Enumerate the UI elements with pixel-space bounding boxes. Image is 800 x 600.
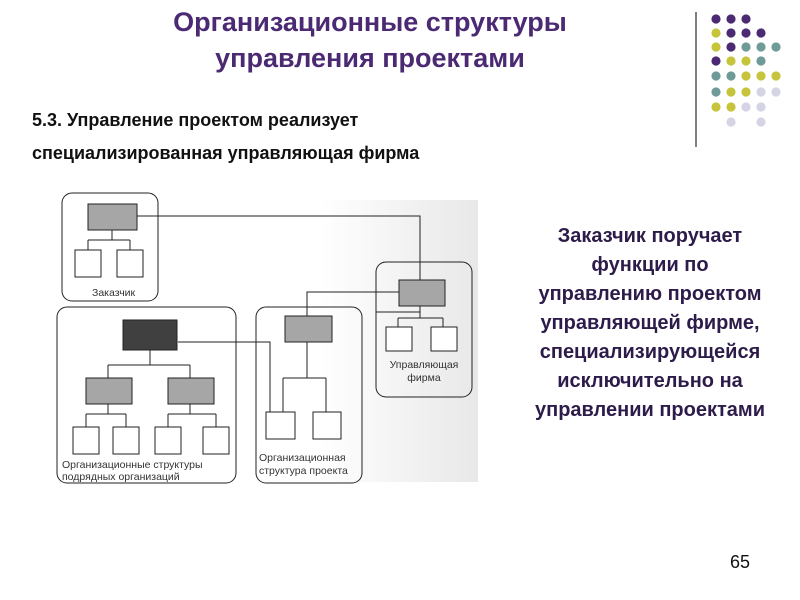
contractors-mid-box (167, 377, 215, 405)
explanation-line-6: исключительно на (557, 370, 743, 392)
explanation-line-2: функции по (591, 254, 709, 276)
contractors-unit-box (112, 426, 140, 455)
project-label-line-2: структура проекта (259, 465, 348, 477)
contractors-group-frame (56, 306, 237, 484)
contractors-unit-box (72, 426, 100, 455)
customer-head-box (87, 203, 138, 231)
page-number: 65 (729, 552, 751, 572)
decorative-dot-grid (711, 14, 781, 127)
decorative-divider (695, 12, 697, 147)
contractors-label-line-2: подрядных организаций (62, 471, 180, 483)
dot-row-7 (711, 102, 766, 112)
connector-firm-to-project (306, 291, 399, 316)
slide-subtitle: 5.3. Управление проектом реализует специ… (32, 104, 552, 170)
customer-group-frame (61, 192, 159, 302)
dot-row-6 (711, 87, 781, 97)
customer-unit-box (74, 249, 102, 278)
project-unit-box (312, 411, 342, 440)
firm-unit-box (430, 326, 458, 352)
explanation-text: Заказчик поручает функции по управлению … (500, 222, 800, 425)
connector-lines (85, 215, 444, 427)
slide-title: Организационные структуры управления про… (100, 4, 640, 76)
contractors-unit-box (202, 426, 230, 455)
dot-row-5 (711, 71, 781, 81)
slide-title-line-1: Организационные структуры (173, 7, 567, 37)
explanation-line-4: управляющей фирме, (540, 312, 760, 334)
firm-label-line-1: Управляющая (390, 359, 459, 371)
firm-group-frame (375, 261, 473, 398)
subtitle-line-2: специализированная управляющая фирма (32, 143, 420, 163)
dot-row-4 (711, 56, 766, 66)
firm-unit-box (385, 326, 413, 352)
project-head-box (284, 315, 333, 343)
subtitle-line-1: 5.3. Управление проектом реализует (32, 110, 359, 130)
dot-row-8 (726, 117, 766, 127)
dot-row-2 (711, 28, 766, 38)
dot-row-1 (711, 14, 751, 24)
connector-customer-to-firm (137, 215, 421, 280)
explanation-line-5: специализирующейся (539, 341, 761, 363)
customer-unit-box (116, 249, 144, 278)
dot-row-3 (711, 42, 781, 52)
customer-label: Заказчик (92, 287, 136, 299)
firm-label-line-2: фирма (407, 372, 441, 384)
contractors-mid-box (85, 377, 133, 405)
firm-head-box (398, 279, 446, 307)
contractors-head-box (122, 319, 178, 351)
project-label-line-1: Организационная (259, 452, 346, 464)
contractors-label-line-1: Организационные структуры (62, 459, 203, 471)
explanation-line-1: Заказчик поручает (557, 225, 743, 247)
project-unit-box (265, 411, 296, 440)
project-group-frame (255, 306, 363, 484)
contractors-unit-box (154, 426, 182, 455)
explanation-line-7: управлении проектами (534, 399, 766, 421)
slide-title-line-2: управления проектами (215, 43, 525, 73)
explanation-line-3: управлению проектом (538, 283, 762, 305)
